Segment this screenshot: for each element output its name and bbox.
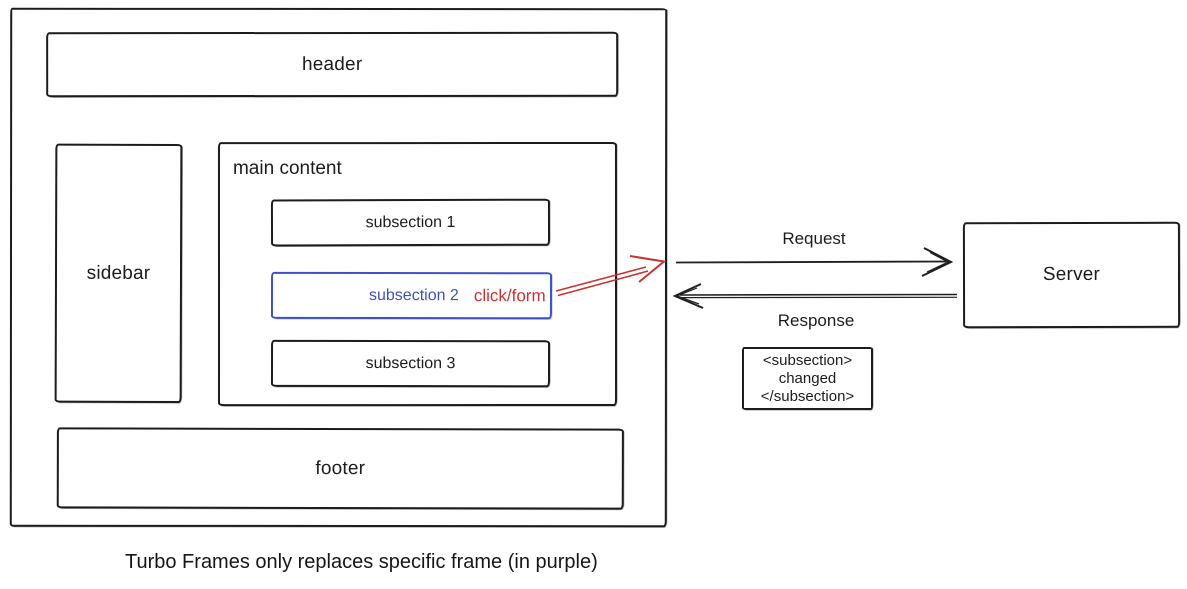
main-content-label: main content [232, 158, 342, 180]
response-payload-box: <subsection> changed </subsection> [742, 347, 873, 410]
response-arrow [672, 283, 958, 309]
caption: Turbo Frames only replaces specific fram… [125, 551, 598, 573]
subsection-3-box: subsection 3 [270, 339, 551, 388]
payload-line-close-tag: </subsection> [760, 387, 855, 405]
header-label: header [301, 53, 363, 75]
subsection-3-label: subsection 3 [365, 354, 456, 372]
subsection-1-label: subsection 1 [365, 213, 456, 231]
main-content-box: main content subsection 1 subsection 2 c… [217, 142, 618, 407]
response-label: Response [777, 311, 855, 330]
footer-label: footer [315, 457, 366, 479]
subsection-2-box-highlighted: subsection 2 click/form [270, 271, 553, 320]
subsection-2-label: subsection 2 [368, 286, 459, 304]
request-label: Request [782, 229, 846, 248]
footer-box: footer [56, 427, 624, 510]
server-box: Server [962, 221, 1181, 329]
server-label: Server [1042, 263, 1101, 286]
request-arrow [675, 247, 954, 277]
subsection-1-box: subsection 1 [270, 198, 551, 247]
payload-line-open-tag: <subsection> [762, 351, 853, 369]
header-box: header [46, 31, 619, 98]
sidebar-label: sidebar [86, 262, 151, 284]
payload-line-changed: changed [778, 369, 837, 387]
sidebar-box: sidebar [54, 143, 183, 403]
webpage-outline-box: header sidebar main content subsection 1… [9, 7, 668, 528]
click-form-annotation: click/form [473, 285, 546, 305]
